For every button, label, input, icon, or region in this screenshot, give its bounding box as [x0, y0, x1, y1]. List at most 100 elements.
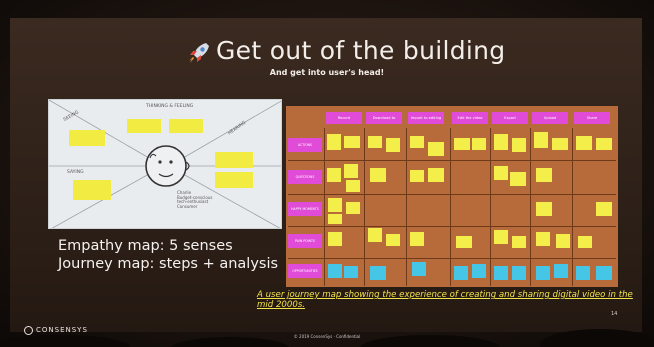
sticky-note: [370, 266, 386, 280]
consensys-logo-icon: [24, 326, 33, 335]
sticky-note: [410, 232, 424, 246]
sticky-note: [596, 266, 612, 280]
grid-line: [364, 128, 365, 286]
sticky-note: [536, 168, 552, 182]
sticky-note: [386, 234, 400, 246]
sticky-note: [127, 119, 161, 133]
persona-description: Charlie Budget-conscious tech-enthusiast…: [177, 190, 213, 209]
sticky-note: [328, 214, 342, 224]
persona-line: Budget-conscious: [177, 194, 213, 200]
row-label: PAIN POINTS: [288, 234, 322, 248]
sticky-note: [454, 266, 468, 280]
sticky-note: [536, 266, 550, 280]
sticky-note: [412, 262, 426, 276]
rocket-icon: [189, 43, 209, 63]
footer-brand: CONSENSYS: [36, 326, 88, 334]
persona-line: Consumer: [177, 203, 198, 209]
sticky-note: [368, 136, 382, 148]
sticky-note: [344, 136, 360, 148]
footer-copyright: © 2019 ConsenSys · Confidential: [293, 334, 361, 339]
sticky-note: [534, 132, 548, 148]
sticky-note: [327, 168, 341, 182]
row-label: HAPPY MOMENTS: [288, 202, 322, 216]
sticky-note: [510, 172, 526, 186]
grid-line: [288, 194, 616, 195]
stage-header: Import to editing software: [408, 112, 444, 124]
sticky-note: [327, 134, 341, 150]
row-label: OPPORTUNITIES: [288, 264, 322, 278]
journey-map-image: Record Download to computer Import to ed…: [286, 106, 618, 287]
stage-header: Record: [326, 112, 362, 124]
grid-line: [530, 128, 531, 286]
sticky-note: [494, 134, 508, 150]
sticky-note: [578, 236, 592, 248]
sticky-note: [368, 228, 382, 242]
audience-silhouettes: [0, 329, 654, 347]
sticky-note: [344, 164, 358, 178]
sticky-note: [596, 202, 612, 216]
sticky-note: [428, 168, 444, 182]
sticky-note: [536, 232, 550, 246]
sticky-note: [536, 202, 552, 216]
sticky-note: [346, 180, 360, 192]
sticky-note: [512, 138, 526, 152]
sticky-note: [328, 198, 342, 212]
empathy-map-lines: [49, 100, 281, 228]
slide-title: Get out of the building: [216, 36, 506, 65]
sticky-note: [472, 264, 486, 278]
sticky-note: [344, 266, 358, 278]
persona-line: tech-enthusiast: [177, 199, 209, 205]
caption-journey: Journey map: steps + analysis: [58, 256, 279, 272]
sticky-note: [328, 264, 342, 278]
sticky-note: [576, 136, 592, 150]
sticky-note: [428, 142, 444, 156]
stage-header: Export: [492, 112, 528, 124]
empathy-map-image: THINKING & FEELING SEEING HEARING SAYING…: [48, 99, 282, 229]
sticky-note: [494, 166, 508, 180]
grid-line: [288, 226, 616, 227]
sticky-note: [494, 266, 508, 280]
sticky-note: [576, 266, 590, 280]
grid-line: [324, 128, 325, 286]
sticky-note: [596, 138, 612, 150]
sticky-note: [472, 138, 486, 150]
grid-line: [572, 128, 573, 286]
sticky-note: [215, 172, 253, 188]
grid-line: [406, 128, 407, 286]
persona-line: Charlie: [177, 190, 192, 195]
sticky-note: [556, 234, 570, 248]
sticky-note: [410, 170, 424, 182]
stage-header: Upload: [532, 112, 568, 124]
grid-line: [288, 258, 616, 259]
sticky-note: [73, 180, 111, 200]
sticky-note: [69, 130, 105, 146]
label-saying: SAYING: [67, 170, 84, 175]
row-label: ACTIONS: [288, 138, 322, 152]
sticky-note: [328, 232, 342, 246]
caption-empathy: Empathy map: 5 senses: [58, 238, 233, 254]
page-number: 14: [611, 311, 618, 317]
grid-line: [450, 128, 451, 286]
sticky-note: [169, 119, 203, 133]
sticky-note: [386, 138, 400, 152]
sticky-note: [215, 152, 253, 168]
sticky-note: [512, 236, 526, 248]
grid-line: [490, 128, 491, 286]
sticky-note: [554, 264, 568, 278]
row-label: QUESTIONS: [288, 170, 322, 184]
stage-header: Share: [574, 112, 610, 124]
sticky-note: [410, 136, 424, 148]
label-thinking-feeling: THINKING & FEELING: [146, 104, 194, 109]
sticky-note: [512, 266, 526, 280]
sticky-note: [552, 138, 568, 150]
journey-map-caption-link[interactable]: A user journey map showing the experienc…: [257, 290, 633, 311]
sticky-note: [456, 236, 472, 248]
slide-subtitle: And get into user's head!: [269, 68, 385, 77]
grid-line: [288, 160, 616, 161]
sticky-note: [370, 168, 386, 182]
stage-header: Edit the video: [452, 112, 488, 124]
sticky-note: [494, 230, 508, 244]
stage-header: Download to computer: [366, 112, 402, 124]
sticky-note: [454, 138, 470, 150]
